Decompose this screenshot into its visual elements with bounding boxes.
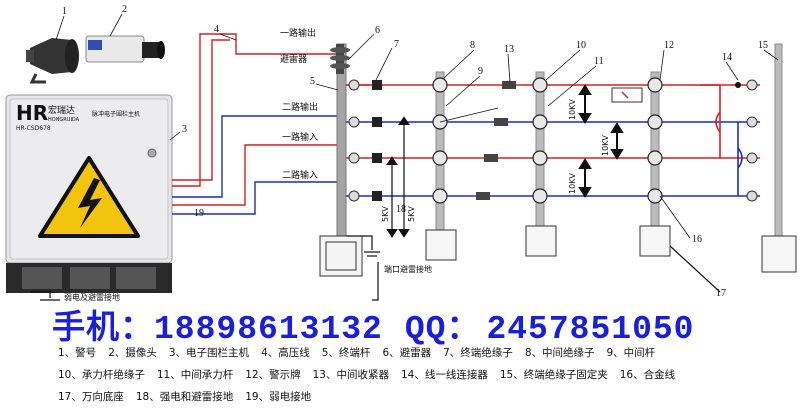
- callout-1: 1: [62, 6, 67, 17]
- device-model: HR-CSD678: [16, 125, 51, 132]
- voltage-arrows: [386, 84, 624, 238]
- qq-number: 2457851050: [486, 311, 695, 348]
- legend-item: 13、中间收紧器: [312, 369, 389, 381]
- callout-16: 16: [692, 234, 702, 245]
- terminal-pole: [319, 43, 363, 277]
- end-pole: [735, 43, 797, 273]
- label-out2: 二路输出: [282, 101, 318, 113]
- legend-row: 17、万向底座 18、强电和避雷接地 19、弱电接地: [58, 386, 798, 408]
- callout-12: 12: [664, 40, 674, 51]
- callout-leaders: [55, 13, 779, 239]
- device-brand: 宏瑞达: [48, 104, 75, 116]
- warning-sign: [611, 87, 643, 103]
- fence-lines: [346, 84, 760, 197]
- intermediate-insulators: [432, 77, 663, 204]
- legend: 1、警号 2、摄像头 3、电子围栏主机 4、高压线 5、终端杆 6、避雷器 7、终端绝缘子 8…: [58, 342, 798, 408]
- callout-11: 11: [594, 56, 604, 67]
- tensioners: [476, 81, 516, 200]
- label-10kv-b: 10KV: [601, 135, 610, 156]
- label-10kv-a: 10KV: [568, 99, 577, 120]
- ground-wiring: [30, 235, 721, 301]
- legend-item: 14、线一线连接器: [401, 369, 488, 381]
- callout-7: 7: [394, 39, 399, 50]
- fence-host-device: HR 宏瑞达 HONGRUIDA HR-CSD678 脉冲电子围栏主机: [5, 94, 173, 293]
- qq-label: QQ：: [404, 311, 481, 348]
- callout-17: 17: [716, 288, 726, 299]
- legend-item: 5、终端杆: [321, 347, 371, 359]
- device-wires: [172, 33, 340, 215]
- callout-3: 3: [182, 124, 187, 135]
- callout-5: 5: [310, 76, 315, 87]
- label-ground-port: 端口避雷接地: [384, 264, 432, 274]
- legend-item: 7、终端绝缘子: [443, 347, 513, 359]
- callout-10: 10: [576, 40, 586, 51]
- legend-item: 9、中间杆: [606, 347, 656, 359]
- label-in1: 一路输入: [282, 131, 318, 143]
- callout-8: 8: [470, 40, 475, 51]
- callout-18: 18: [396, 204, 406, 215]
- lightning-arrester: [330, 44, 350, 74]
- camera-icon: [85, 35, 165, 63]
- legend-item: 3、电子围栏主机: [168, 347, 250, 359]
- device-logo: HR: [16, 101, 48, 125]
- device-product: 脉冲电子围栏主机: [92, 110, 140, 118]
- label-10kv-c: 10KV: [568, 173, 577, 194]
- callout-2: 2: [122, 4, 127, 15]
- label-arrester: 避雷器: [280, 53, 307, 65]
- high-voltage-warning-icon: [38, 156, 140, 238]
- callout-19: 19: [194, 208, 204, 219]
- legend-item: 2、摄像头: [108, 347, 157, 359]
- legend-item: 1、警号: [58, 347, 97, 359]
- label-5kv-b: 5KV: [407, 206, 416, 222]
- legend-item: 17、万向底座: [58, 391, 124, 403]
- legend-item: 4、高压线: [261, 347, 310, 359]
- legend-row: 10、承力杆绝缘子 11、中间承力杆 12、警示牌 13、中间收紧器 14、线一线连接器…: [58, 364, 798, 386]
- alarm-horn-icon: [26, 38, 79, 84]
- callout-15: 15: [758, 40, 768, 51]
- callout-13: 13: [504, 44, 514, 55]
- label-5kv-a: 5KV: [381, 206, 390, 222]
- legend-item: 11、中间承力杆: [156, 369, 234, 381]
- legend-item: 10、承力杆绝缘子: [58, 369, 145, 381]
- device-brand-en: HONGRUIDA: [48, 117, 80, 123]
- phone-label: 手机：: [52, 311, 154, 348]
- legend-item: 16、合金线: [619, 369, 676, 381]
- phone-number: 18898613132: [154, 311, 383, 348]
- label-in2: 二路输入: [282, 169, 318, 181]
- legend-item: 15、终端绝缘子固定夹: [499, 369, 608, 381]
- legend-row: 1、警号 2、摄像头 3、电子围栏主机 4、高压线 5、终端杆 6、避雷器 7、终端绝缘子 8…: [58, 342, 798, 364]
- legend-item: 6、避雷器: [382, 347, 432, 359]
- callout-6: 6: [375, 25, 380, 36]
- callout-9: 9: [478, 66, 483, 77]
- legend-item: 8、中间绝缘子: [524, 347, 595, 359]
- legend-item: 18、强电和避雷接地: [135, 391, 234, 403]
- legend-item: 12、警示牌: [245, 369, 301, 381]
- contact-info: 手机：18898613132 QQ：2457851050: [52, 300, 772, 348]
- legend-item: 19、弱电接地: [245, 391, 312, 403]
- label-ground-weak: 弱电及避雷接地: [64, 292, 120, 302]
- callout-14: 14: [722, 52, 732, 63]
- callout-4: 4: [214, 24, 219, 35]
- terminal-insulators-left: [348, 79, 382, 202]
- label-out1: 一路输出: [280, 27, 316, 39]
- device-key-lock: [147, 148, 157, 158]
